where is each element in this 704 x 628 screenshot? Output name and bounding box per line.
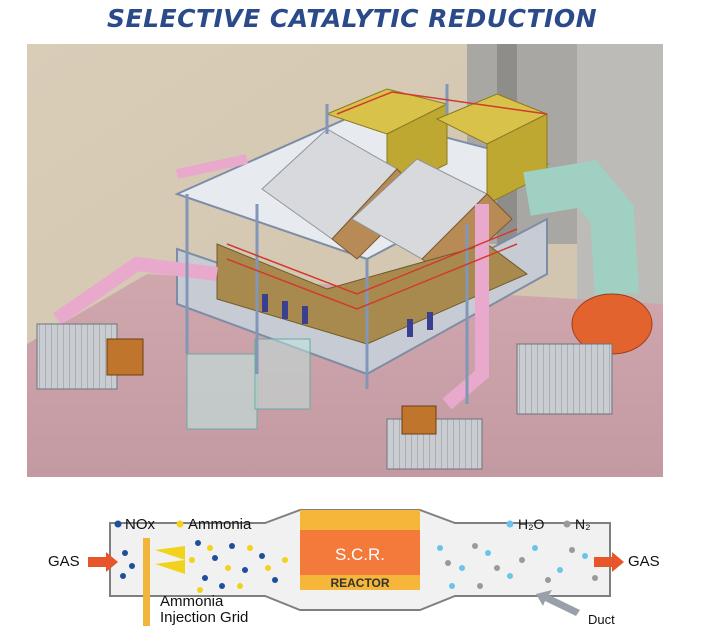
ammonia-particles	[189, 545, 288, 593]
ammonia-legend-dot	[176, 520, 184, 528]
n2-legend-dot	[563, 520, 571, 528]
ammonia-legend-label: Ammonia	[188, 516, 252, 533]
gas-in-arrow	[88, 552, 118, 572]
duct-pointer-arrow	[536, 590, 580, 616]
n2-legend-label: N₂	[575, 516, 591, 532]
scr-plant-illustration	[27, 44, 663, 477]
reactor-sub-label: REACTOR	[330, 576, 389, 590]
gas-in-label: GAS	[48, 553, 80, 570]
grid-label-line1: Ammonia	[160, 593, 224, 610]
reactor-core	[300, 530, 420, 575]
grid-label-line2: Injection Grid	[160, 609, 248, 626]
reactor-top	[300, 510, 420, 530]
h2o-legend-dot	[506, 520, 514, 528]
h2o-legend-label: H₂O	[518, 516, 545, 532]
page-title: SELECTIVE CATALYTIC REDUCTION	[107, 4, 597, 33]
reactor-band	[300, 575, 420, 590]
duct-label: Duct	[588, 612, 615, 627]
nox-legend-label: NOx	[125, 516, 156, 533]
n2-particles	[445, 543, 598, 589]
nox-legend-dot	[114, 520, 122, 528]
h2o-particles	[437, 545, 588, 589]
scr-process-diagram: S.C.R. REACTOR NOx Ammonia H₂O N₂ GAS	[48, 509, 660, 627]
spray-cone	[155, 546, 185, 560]
nox-particles	[120, 540, 278, 589]
gas-out-arrow	[594, 552, 624, 572]
gas-out-label: GAS	[628, 553, 660, 570]
injection-grid	[143, 538, 150, 626]
reactor-label: S.C.R.	[335, 545, 385, 564]
